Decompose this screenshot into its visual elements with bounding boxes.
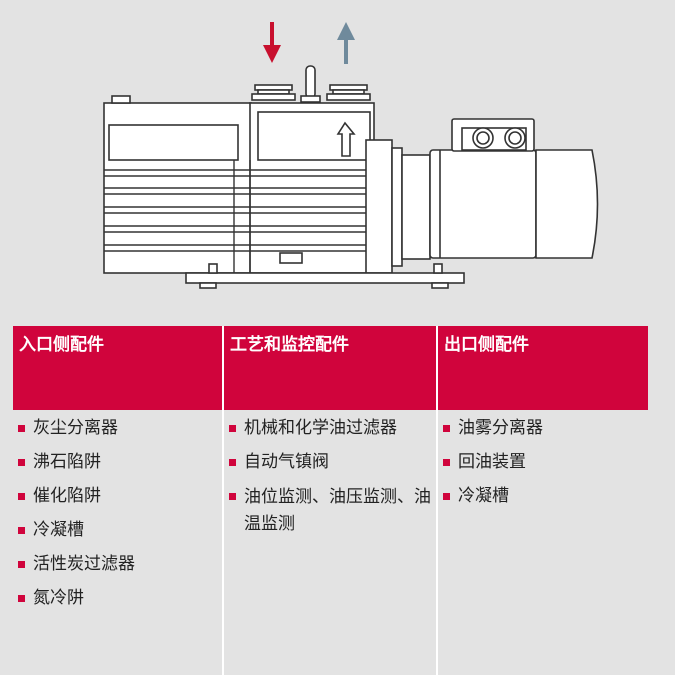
list-item-label: 活性炭过滤器 xyxy=(33,554,135,574)
list-item: 机械和化学油过滤器 xyxy=(224,416,436,441)
bullet-icon xyxy=(18,493,25,500)
bullet-icon xyxy=(443,493,450,500)
bullet-icon xyxy=(443,459,450,466)
list-item-label: 氮冷阱 xyxy=(33,588,84,608)
bullet-icon xyxy=(18,459,25,466)
column-process-monitoring-accessories: 工艺和监控配件 机械和化学油过滤器 自动气镇阀 油位监测、油压监测、油温监测 xyxy=(224,326,436,675)
bullet-icon xyxy=(229,459,236,466)
list-item-label: 油位监测、油压监测、油温监测 xyxy=(244,487,431,534)
list-item-label: 回油装置 xyxy=(458,452,526,472)
column-title: 出口侧配件 xyxy=(438,326,648,410)
inlet-arrow-icon xyxy=(263,22,281,63)
list-item-label: 灰尘分离器 xyxy=(33,418,118,438)
list-item: 灰尘分离器 xyxy=(13,416,222,441)
list-item: 油雾分离器 xyxy=(438,416,648,441)
list-item: 活性炭过滤器 xyxy=(13,552,222,577)
item-list: 油雾分离器 回油装置 冷凝槽 xyxy=(438,416,648,518)
list-item: 催化陷阱 xyxy=(13,484,222,509)
column-inlet-accessories: 入口侧配件 灰尘分离器 沸石陷阱 催化陷阱 冷凝槽 活性炭过滤器 氮冷阱 xyxy=(13,326,222,675)
list-item-label: 催化陷阱 xyxy=(33,486,101,506)
list-item-label: 沸石陷阱 xyxy=(33,452,101,472)
bullet-icon xyxy=(443,425,450,432)
item-list: 灰尘分离器 沸石陷阱 催化陷阱 冷凝槽 活性炭过滤器 氮冷阱 xyxy=(13,416,222,620)
column-divider xyxy=(222,326,224,675)
list-item-label: 冷凝槽 xyxy=(458,486,509,506)
bullet-icon xyxy=(18,425,25,432)
list-item: 自动气镇阀 xyxy=(224,450,436,475)
list-item-label: 机械和化学油过滤器 xyxy=(244,418,397,438)
list-item: 冷凝槽 xyxy=(438,484,648,509)
bullet-icon xyxy=(18,527,25,534)
column-outlet-accessories: 出口侧配件 油雾分离器 回油装置 冷凝槽 xyxy=(438,326,648,675)
bullet-icon xyxy=(18,561,25,568)
bullet-icon xyxy=(18,595,25,602)
bullet-icon xyxy=(229,425,236,432)
vacuum-pump-diagram xyxy=(103,22,599,289)
item-list: 机械和化学油过滤器 自动气镇阀 油位监测、油压监测、油温监测 xyxy=(224,416,436,546)
list-item: 回油装置 xyxy=(438,450,648,475)
column-title: 入口侧配件 xyxy=(13,326,222,410)
column-title: 工艺和监控配件 xyxy=(224,326,436,410)
list-item: 油位监测、油压监测、油温监测 xyxy=(224,484,436,538)
list-item: 冷凝槽 xyxy=(13,518,222,543)
list-item-label: 自动气镇阀 xyxy=(244,452,329,472)
list-item-label: 冷凝槽 xyxy=(33,520,84,540)
column-divider xyxy=(436,326,438,675)
list-item-label: 油雾分离器 xyxy=(458,418,543,438)
list-item: 氮冷阱 xyxy=(13,586,222,611)
list-item: 沸石陷阱 xyxy=(13,450,222,475)
outlet-arrow-icon xyxy=(337,22,355,64)
bullet-icon xyxy=(229,493,236,500)
